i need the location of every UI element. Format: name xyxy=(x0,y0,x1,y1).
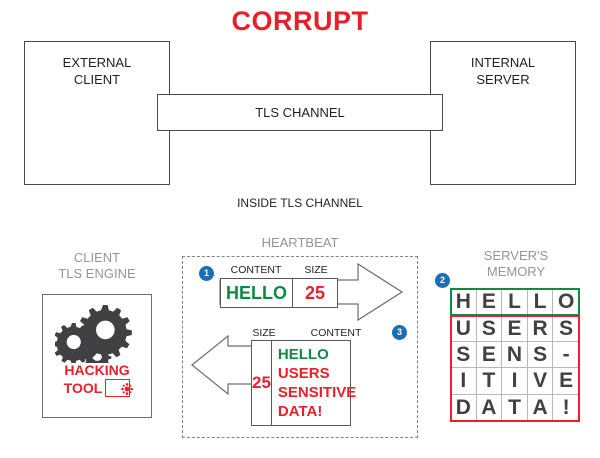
server-memory-heading-line2: MEMORY xyxy=(486,264,546,279)
memory-cell: O xyxy=(553,289,579,316)
memory-cell: H xyxy=(451,289,477,316)
step-badge-2: 2 xyxy=(435,273,450,288)
memory-cell: N xyxy=(502,341,528,369)
memory-cell: E xyxy=(476,341,503,369)
client-tls-engine-heading-line2: TLS ENGINE xyxy=(58,266,136,281)
page-title: CORRUPT xyxy=(231,6,369,36)
step-badge-1: 1 xyxy=(199,266,214,281)
memory-cell: D xyxy=(451,394,477,421)
memory-cell: U xyxy=(451,315,477,342)
tls-channel-box: TLS CHANNEL xyxy=(157,94,443,131)
response-content-line: SENSITIVE xyxy=(277,384,357,401)
response-content-line: HELLO xyxy=(277,346,329,363)
external-client-label-line2: CLIENT xyxy=(73,72,121,87)
response-content-line: DATA! xyxy=(277,403,323,420)
memory-cell: S xyxy=(527,341,554,369)
memory-cell: S xyxy=(451,341,477,369)
memory-cell: S xyxy=(553,315,579,342)
external-client-label-line1: EXTERNAL xyxy=(62,55,132,70)
memory-cell: S xyxy=(476,315,503,342)
memory-cell: A xyxy=(477,394,503,421)
memory-cell: T xyxy=(476,368,503,395)
tool-gear-icon xyxy=(121,382,134,400)
inside-tls-channel-caption: INSIDE TLS CHANNEL xyxy=(237,196,363,210)
memory-cell: L xyxy=(527,289,554,316)
memory-cell: ! xyxy=(562,396,570,420)
gears-icon xyxy=(52,301,141,372)
response-size-header: SIZE xyxy=(252,327,276,339)
hacking-tool-label-row: TOOL xyxy=(43,379,151,397)
internal-server-label: INTERNAL SERVER xyxy=(431,54,575,88)
memory-cell: E xyxy=(476,289,503,316)
client-tls-engine-box: HACKING TOOL xyxy=(42,294,152,418)
request-content-header: CONTENT xyxy=(230,264,282,276)
memory-cell: T xyxy=(502,394,528,421)
hacking-tool-label-line2: TOOL xyxy=(63,380,103,396)
memory-cell: V xyxy=(527,368,554,395)
memory-cell: R xyxy=(527,315,554,342)
heartbeat-heading: HEARTBEAT xyxy=(261,235,339,250)
tool-window-icon xyxy=(105,379,134,400)
memory-cell: E xyxy=(502,315,528,342)
internal-server-label-line1: INTERNAL xyxy=(470,55,536,70)
response-content-line: USERS xyxy=(277,365,330,382)
request-size-value: 25 xyxy=(304,282,326,303)
server-memory-heading: SERVER'S MEMORY xyxy=(452,248,580,280)
client-tls-engine-heading: CLIENT TLS ENGINE xyxy=(22,250,172,282)
memory-cell: A xyxy=(528,394,554,421)
client-tls-engine-heading-line1: CLIENT xyxy=(73,250,121,265)
memory-cell: I xyxy=(502,368,528,395)
hacking-tool-label-line1: HACKING xyxy=(64,362,130,378)
step-badge-3: 3 xyxy=(392,325,407,340)
response-content-header: CONTENT xyxy=(310,327,362,339)
request-content-value: HELLO xyxy=(221,279,293,307)
request-size-header: SIZE xyxy=(304,264,328,276)
internal-server-box: INTERNAL SERVER xyxy=(430,41,576,185)
memory-cell: - xyxy=(553,342,579,369)
heartbeat-container xyxy=(182,256,418,438)
response-size-value: 25 xyxy=(252,341,272,425)
response-content-value: HELLO USERS SENSITIVE DATA! xyxy=(272,341,356,425)
memory-cell: L xyxy=(502,289,528,316)
memory-cell: E xyxy=(553,368,579,395)
memory-cell: I xyxy=(451,368,477,395)
response-packet: 25 HELLO USERS SENSITIVE DATA! xyxy=(251,340,356,426)
external-client-label: EXTERNAL CLIENT xyxy=(25,54,169,88)
server-memory-heading-line1: SERVER'S xyxy=(483,248,549,263)
external-client-box: EXTERNAL CLIENT xyxy=(24,41,170,185)
internal-server-label-line2: SERVER xyxy=(476,72,530,87)
request-packet: HELLO 25 xyxy=(220,278,338,308)
tls-channel-label: TLS CHANNEL xyxy=(255,105,345,120)
